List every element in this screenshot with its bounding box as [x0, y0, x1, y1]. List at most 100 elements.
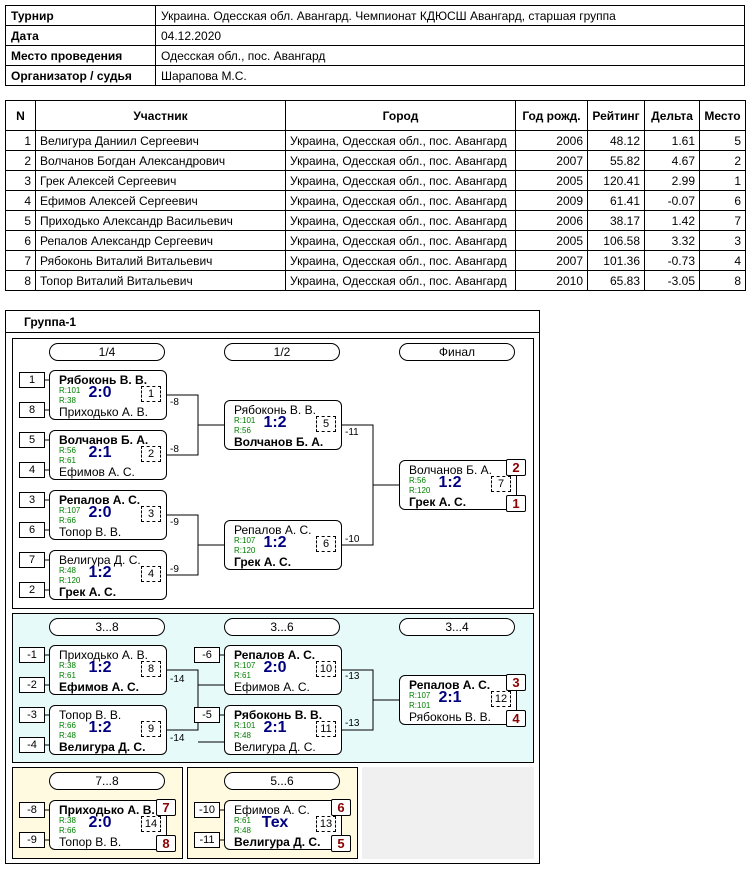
loser-label: -8: [170, 397, 179, 408]
match-player-top: Топор В. В.: [59, 708, 122, 722]
match-number: 4: [141, 566, 161, 582]
rating-top: R:38: [59, 661, 76, 670]
match-box-7[interactable]: Волчанов Б. А. R:56 R:120 1:2 7 Грек А. …: [399, 460, 517, 510]
match-player-bottom: Ефимов А. С.: [59, 680, 139, 694]
loser-label: -9: [170, 517, 179, 528]
rating-top: R:66: [59, 721, 76, 730]
match-score: 2:1: [88, 444, 112, 461]
match-player-bottom: Велигура Д. С.: [234, 835, 321, 849]
seed-box: 1: [19, 372, 45, 388]
rating-top: R:107: [409, 691, 431, 700]
match-box-8[interactable]: Приходько А. В. R:38 R:61 1:2 8 Ефимов А…: [49, 645, 167, 695]
match-score: 1:2: [438, 474, 462, 491]
loser-label: -9: [170, 564, 179, 575]
match-player-bottom: Приходько А. В.: [59, 405, 148, 419]
loser-label: -13: [345, 671, 360, 682]
match-player-bottom: Грек А. С.: [59, 585, 117, 599]
seed-box: -5: [194, 707, 220, 723]
match-player-top: Рябоконь В. В.: [59, 373, 148, 387]
seed-box: 5: [19, 432, 45, 448]
seed-box: -1: [19, 647, 45, 663]
match-number: 10: [316, 661, 336, 677]
match-player-bottom: Топор В. В.: [59, 525, 122, 539]
rating-bottom: R:66: [59, 516, 76, 525]
match-player-bottom: Велигура Д. С.: [234, 740, 316, 754]
col-header-name: Участник: [35, 100, 286, 131]
match-box-2[interactable]: Волчанов Б. А. R:56 R:61 2:1 2 Ефимов А.…: [49, 430, 167, 480]
match-box-1[interactable]: Рябоконь В. В. R:101 R:38 2:0 1 Приходьк…: [49, 370, 167, 420]
match-player-top: Приходько А. В.: [59, 648, 148, 662]
match-player-top: Репалов А. С.: [409, 678, 491, 692]
place-marker: 1: [506, 495, 526, 512]
stage-3-8-pill: 3...8: [49, 618, 165, 636]
match-player-bottom: Велигура Д. С.: [59, 740, 146, 754]
rating-top: R:61: [234, 816, 251, 825]
rating-top: R:38: [59, 816, 76, 825]
match-number: 6: [316, 536, 336, 552]
match-score: Тех: [261, 814, 289, 831]
match-box-12[interactable]: Репалов А. С. R:107 R:101 2:1 12 Рябокон…: [399, 675, 517, 725]
match-player-top: Репалов А. С.: [234, 648, 316, 662]
match-player-bottom: Грек А. С.: [234, 555, 292, 569]
rating-bottom: R:38: [59, 396, 76, 405]
place-marker: 7: [156, 799, 176, 816]
loser-label: -14: [170, 674, 185, 685]
stage-final-pill: Финал: [399, 343, 515, 361]
seed-box: -9: [19, 832, 45, 848]
match-box-11[interactable]: Рябоконь В. В. R:101 R:48 2:1 11 Велигур…: [224, 705, 342, 755]
loser-label: -13: [345, 718, 360, 729]
seed-box: -6: [194, 647, 220, 663]
col-header-year: Год рожд.: [515, 100, 588, 131]
match-box-13[interactable]: Ефимов А. С. R:61 R:48 Тех 13 Велигура Д…: [224, 800, 342, 850]
rating-top: R:101: [59, 386, 81, 395]
match-box-6[interactable]: Репалов А. С. R:107 R:120 1:2 6 Грек А. …: [224, 520, 342, 570]
group-title-divider: [6, 332, 539, 333]
match-player-bottom: Ефимов А. С.: [234, 680, 310, 694]
match-number: 11: [316, 721, 336, 737]
seed-box: 2: [19, 582, 45, 598]
match-box-5[interactable]: Рябоконь В. В. R:101 R:56 1:2 5 Волчанов…: [224, 400, 342, 450]
match-box-10[interactable]: Репалов А. С. R:107 R:61 2:0 10 Ефимов А…: [224, 645, 342, 695]
match-player-bottom: Волчанов Б. А.: [234, 435, 324, 449]
seed-box: 6: [19, 522, 45, 538]
match-box-4[interactable]: Велигура Д. С. R:48 R:120 1:2 4 Грек А. …: [49, 550, 167, 600]
match-score: 2:0: [88, 814, 112, 831]
match-number: 12: [491, 691, 511, 707]
match-score: 2:1: [438, 689, 462, 706]
match-score: 1:2: [88, 564, 112, 581]
rating-bottom: R:48: [234, 731, 251, 740]
match-score: 2:0: [88, 384, 112, 401]
match-player-top: Репалов А. С.: [59, 493, 141, 507]
stage-3-6-pill: 3...6: [224, 618, 340, 636]
rating-top: R:101: [234, 721, 256, 730]
match-box-3[interactable]: Репалов А. С. R:107 R:66 2:0 3 Топор В. …: [49, 490, 167, 540]
seed-box: -11: [194, 832, 220, 848]
match-player-top: Ефимов А. С.: [234, 803, 310, 817]
loser-label: -14: [170, 733, 185, 744]
place-marker: 5: [331, 835, 351, 852]
seed-box: -8: [19, 802, 45, 818]
stage-5-6-pill: 5...6: [224, 772, 340, 790]
match-box-14[interactable]: Приходько А. В. R:38 R:66 2:0 14 Топор В…: [49, 800, 167, 850]
seed-box: -2: [19, 677, 45, 693]
rating-top: R:107: [234, 536, 256, 545]
loser-label: -8: [170, 444, 179, 455]
match-number: 2: [141, 446, 161, 462]
loser-label: -11: [345, 427, 359, 438]
match-number: 14: [141, 816, 161, 832]
loser-label: -10: [345, 534, 360, 545]
place-marker: 4: [506, 710, 526, 727]
seed-box: 4: [19, 462, 45, 478]
rating-top: R:56: [409, 476, 426, 485]
match-player-top: Репалов А. С.: [234, 523, 312, 537]
match-number: 9: [141, 721, 161, 737]
match-box-9[interactable]: Топор В. В. R:66 R:48 1:2 9 Велигура Д. …: [49, 705, 167, 755]
rating-bottom: R:120: [234, 546, 256, 555]
seed-box: 8: [19, 402, 45, 418]
rating-bottom: R:48: [234, 826, 251, 835]
match-player-top: Волчанов Б. А.: [59, 433, 149, 447]
info-value: Шарапова М.С.: [155, 65, 745, 86]
